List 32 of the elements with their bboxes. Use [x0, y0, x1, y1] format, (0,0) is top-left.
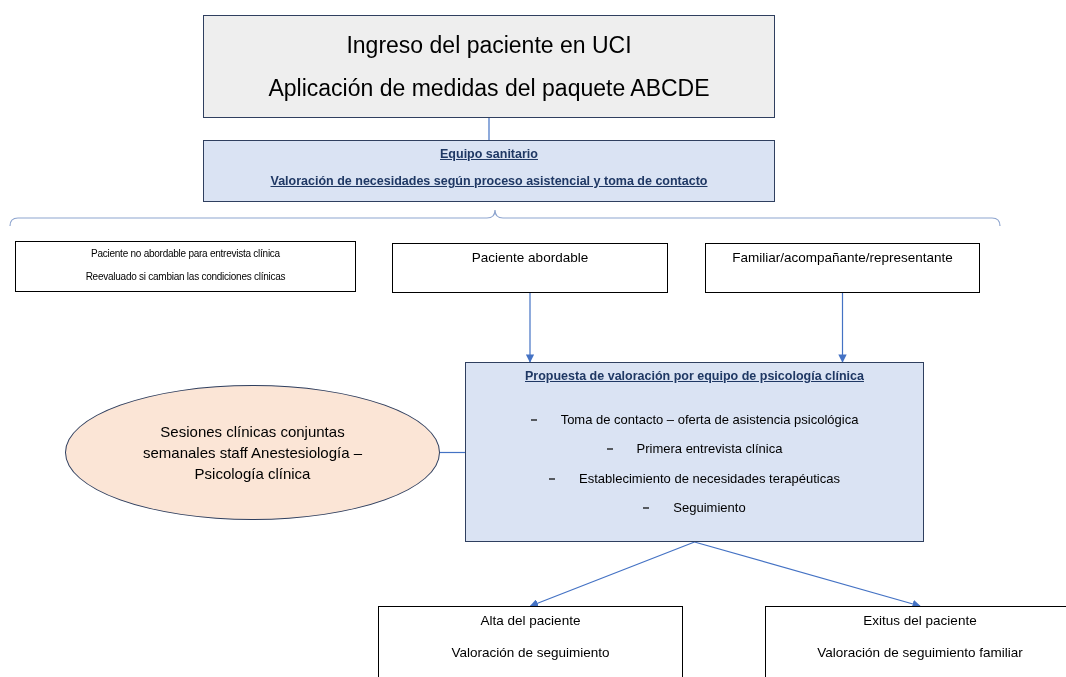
ellipse-text: Sesiones clínicas conjuntas semanales staff Anestesiología – Psicología clínica	[142, 422, 363, 484]
box-heading: Propuesta de valoración por equipo de psicología clínica	[525, 368, 864, 385]
list-item: Seguimiento	[673, 499, 746, 518]
process-box	[203, 140, 775, 202]
process-box	[705, 243, 980, 293]
process-box	[378, 606, 683, 677]
box-text: Paciente abordable	[471, 249, 589, 267]
process-box	[465, 362, 924, 542]
arrow	[838, 292, 847, 363]
box-text: Reevaluado si cambian las condiciones clínicas	[85, 270, 286, 284]
process-box	[765, 606, 1066, 677]
box-heading: Equipo sanitario	[440, 146, 538, 163]
arrow	[529, 541, 696, 608]
connector-line	[439, 451, 466, 454]
box-text: Valoración de seguimiento familiar	[817, 644, 1023, 663]
process-box	[203, 15, 775, 118]
box-title: Ingreso del paciente en UCI	[346, 31, 632, 60]
box-text: Familiar/acompañante/representante	[732, 249, 953, 267]
box-text: Paciente no abordable para entrevista clínica	[91, 247, 280, 261]
connector-line	[488, 117, 490, 141]
list-item: Toma de contacto – oferta de asistencia psicológica	[560, 410, 859, 429]
arrow	[693, 541, 921, 608]
box-text: Exitus del paciente	[863, 612, 977, 630]
process-box	[15, 241, 356, 292]
list-item: Establecimiento de necesidades terapéuticas	[579, 469, 840, 488]
box-title: Aplicación de medidas del paquete ABCDE	[268, 73, 710, 103]
process-box	[392, 243, 668, 293]
box-heading: Valoración de necesidades según proceso asistencial y toma de contacto	[270, 172, 708, 190]
arrow	[525, 292, 535, 363]
list-item: Primera entrevista clínica	[636, 440, 783, 459]
box-text: Valoración de seguimiento	[451, 644, 610, 663]
box-text: Alta del paciente	[480, 612, 581, 630]
